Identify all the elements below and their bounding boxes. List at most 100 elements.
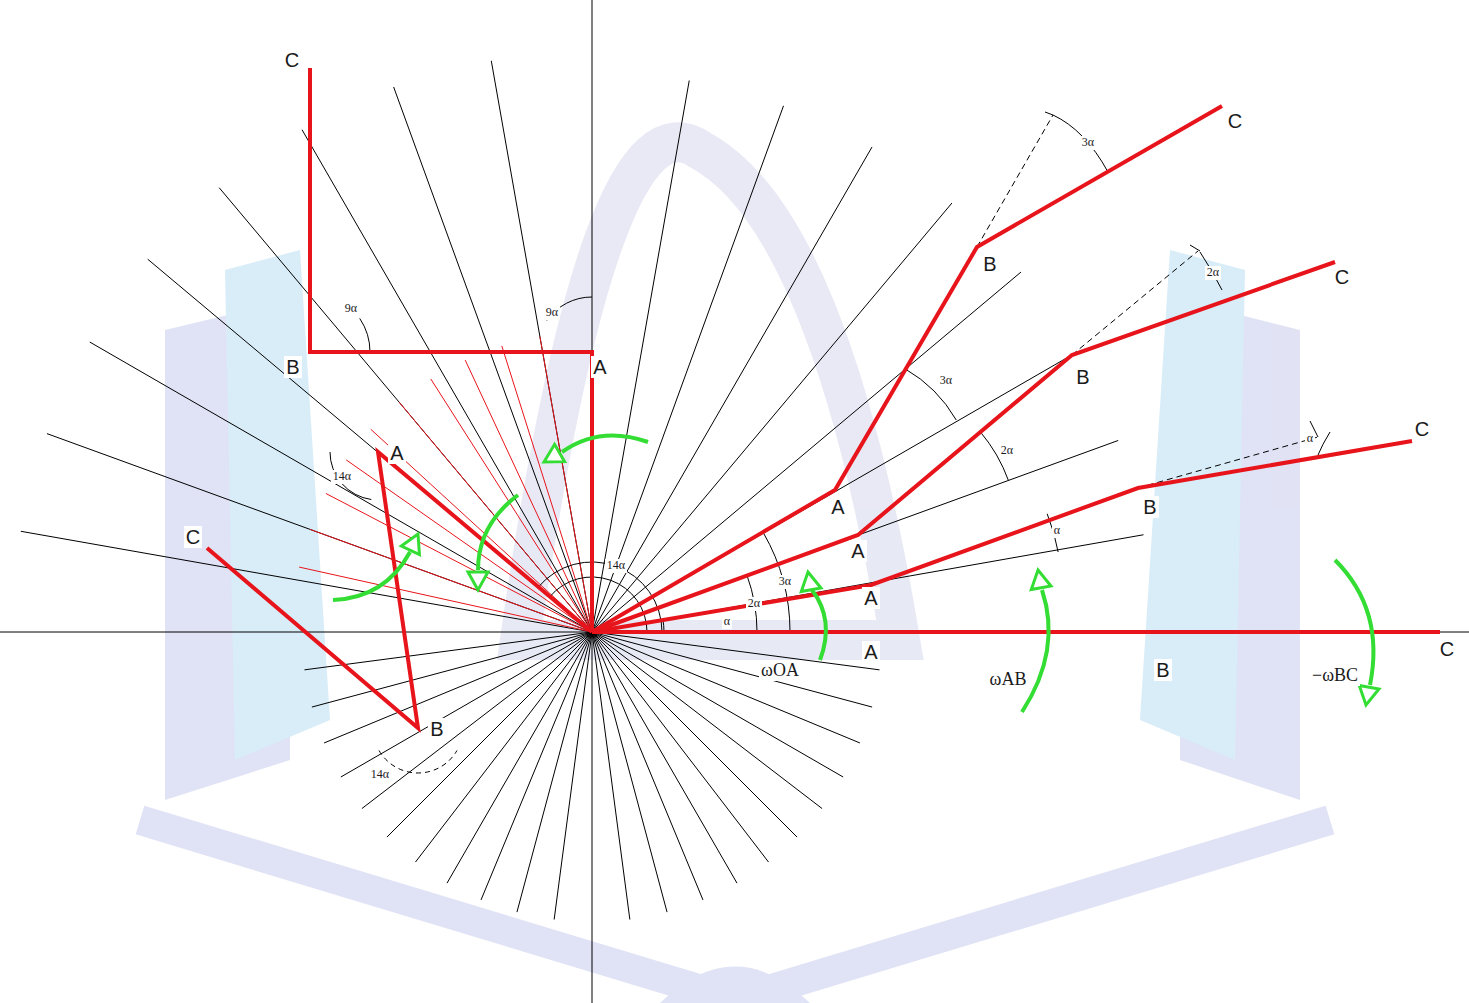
- joint-label: B: [981, 253, 998, 275]
- joint-label: B: [1141, 496, 1158, 518]
- tick-mark: [1045, 112, 1318, 437]
- link-chain: [592, 630, 1440, 634]
- joint-label: C: [1226, 110, 1244, 132]
- radial-line: [592, 147, 872, 632]
- arrow-head: [1031, 570, 1051, 589]
- joint-label: C: [184, 526, 202, 548]
- radial-line: [592, 632, 822, 809]
- axis-line: [0, 632, 1469, 633]
- extension-line: [1072, 251, 1198, 355]
- rotation-arrow: [562, 435, 648, 452]
- radial-line: [592, 632, 737, 883]
- radial-line: [326, 493, 592, 632]
- radial-line: [592, 632, 630, 920]
- rotation-arrow: [333, 552, 410, 600]
- radial-line: [219, 188, 592, 632]
- arrow-head: [401, 534, 419, 555]
- angle-arc: [1053, 115, 1108, 172]
- angle-label: α: [1052, 524, 1062, 537]
- radial-line: [447, 632, 592, 883]
- radial-line: [21, 531, 592, 632]
- joint-label: B: [1074, 366, 1091, 388]
- arrow-head: [1359, 686, 1379, 705]
- angle-label: 2α: [1205, 266, 1221, 279]
- joint-label: B: [284, 356, 301, 378]
- angle-arc: [360, 318, 370, 352]
- rotation-arrow: [478, 495, 518, 570]
- joint-label: A: [862, 587, 879, 609]
- arrow-head: [544, 444, 565, 462]
- radial-line: [540, 337, 592, 632]
- rotation-arrow: [812, 590, 826, 660]
- radial-line: [554, 632, 592, 920]
- radial-line: [592, 632, 667, 912]
- radial-line: [304, 632, 592, 670]
- joint-label: C: [1413, 418, 1431, 440]
- radial-line: [302, 130, 592, 632]
- angle-label: 14α: [605, 559, 627, 572]
- radial-line: [324, 632, 592, 743]
- angle-label: 14α: [331, 470, 353, 483]
- radial-line: [592, 632, 703, 900]
- radial-line: [312, 632, 592, 707]
- radial-line: [491, 61, 592, 632]
- joint-label: A: [591, 356, 608, 378]
- angle-label: α: [722, 615, 732, 628]
- radial-line: [415, 632, 592, 862]
- joint-label: C: [1333, 266, 1351, 288]
- joint-label: C: [283, 49, 301, 71]
- joint-label: A: [388, 442, 405, 464]
- rotation-arrow: [1022, 590, 1049, 712]
- angular-velocity-label: −ωBC: [1310, 666, 1360, 686]
- radial-line: [502, 346, 592, 632]
- angle-arc: [330, 452, 371, 500]
- angle-arcs: [330, 112, 1330, 773]
- angle-label: 14α: [369, 768, 391, 781]
- angle-label: 2α: [746, 597, 762, 610]
- joint-label: A: [862, 641, 879, 663]
- radial-line: [387, 632, 592, 837]
- angular-velocity-label: ωAB: [988, 670, 1029, 690]
- arrow-head: [801, 572, 821, 591]
- radial-line: [592, 632, 843, 777]
- angle-label: 9α: [343, 302, 359, 315]
- radial-line: [592, 632, 860, 743]
- joint-label: B: [1154, 659, 1171, 681]
- link-chain: [592, 262, 1335, 632]
- angle-label: 9α: [544, 306, 560, 319]
- linkage: [207, 68, 1440, 728]
- radial-line: [90, 342, 592, 632]
- radial-line: [47, 434, 592, 632]
- radial-line: [465, 360, 592, 632]
- radial-line: [431, 379, 592, 632]
- radial-line: [310, 529, 592, 632]
- rotation-arrows: [333, 435, 1379, 712]
- angle-label: 3α: [777, 575, 793, 588]
- joint-label: A: [849, 540, 866, 562]
- radial-line: [592, 106, 784, 632]
- link-chain: [592, 106, 1222, 632]
- watermark: [140, 142, 1330, 1003]
- radial-line: [592, 632, 880, 670]
- angle-label: 2α: [999, 444, 1015, 457]
- angle-arc: [905, 369, 956, 420]
- angle-arc: [1318, 432, 1330, 455]
- angle-label: 3α: [938, 374, 954, 387]
- radial-line: [592, 632, 872, 707]
- link-chain: [592, 441, 1412, 632]
- joint-label: C: [1438, 638, 1456, 660]
- angle-label: α: [1305, 432, 1315, 445]
- angular-velocity-label: ωOA: [759, 661, 801, 681]
- joint-label: B: [428, 718, 445, 740]
- radial-line: [517, 632, 592, 912]
- radial-line: [592, 81, 689, 632]
- radial-line: [481, 632, 592, 900]
- angle-arc: [1200, 252, 1222, 290]
- radial-line: [341, 632, 592, 777]
- link-chain: [207, 452, 592, 728]
- link-chain: [310, 68, 592, 632]
